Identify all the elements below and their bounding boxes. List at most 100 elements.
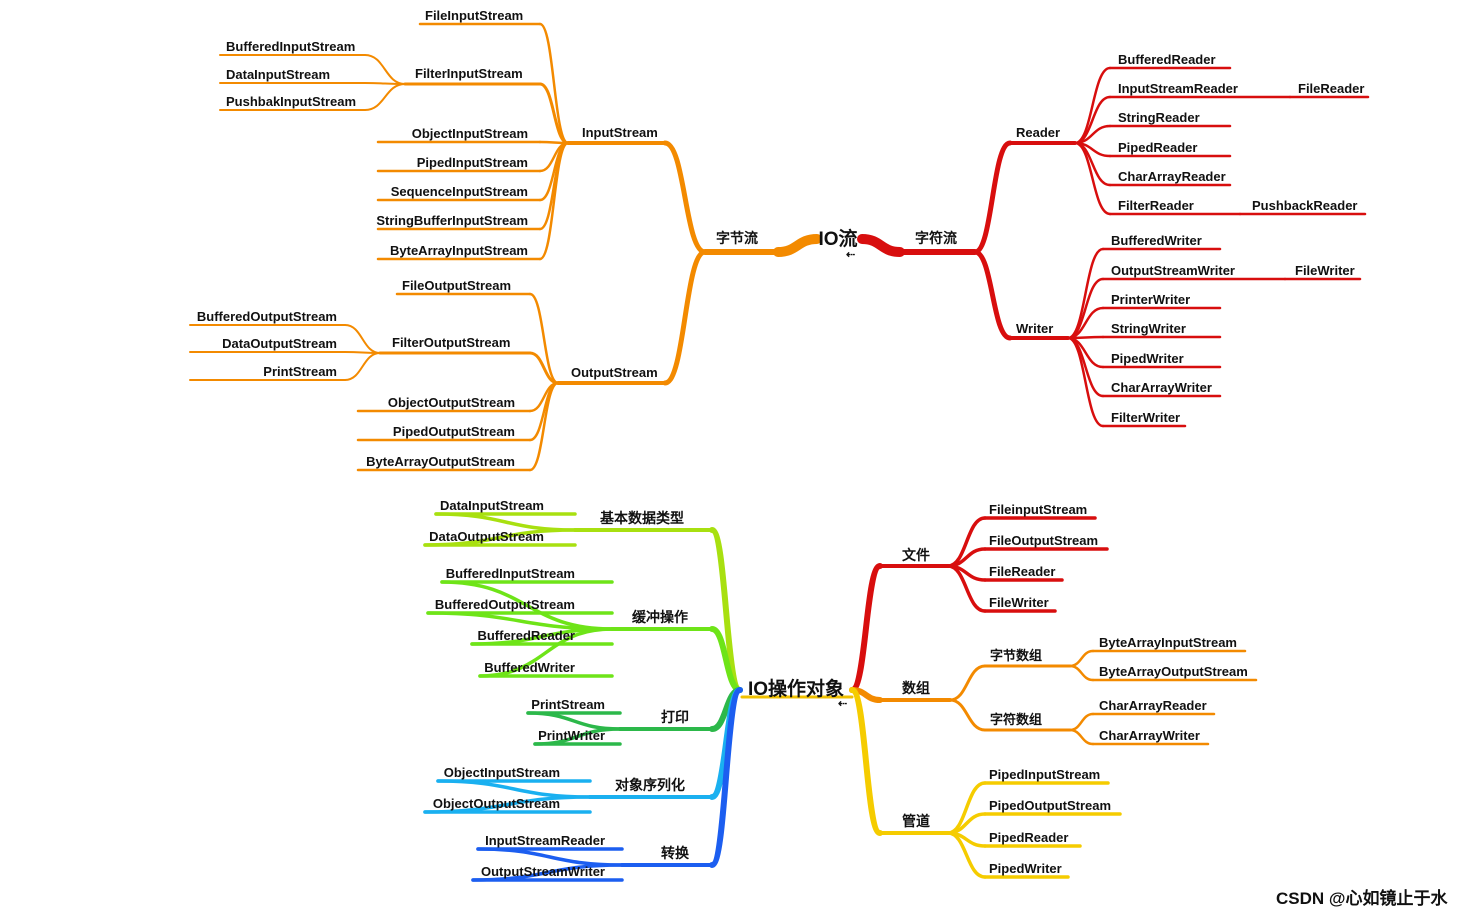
edge-printstream	[526, 711, 622, 731]
group-basic-types[interactable]: 基本数据类型	[600, 510, 684, 526]
node-inputstreamreader[interactable]: InputStreamReader	[485, 833, 605, 848]
edge-pipedwriter	[946, 831, 987, 879]
node-bufferedreader[interactable]: BufferedReader	[1118, 52, 1216, 67]
watermark: CSDN @心如镜止于水	[1276, 888, 1448, 908]
group-byte-array[interactable]: 字节数组	[990, 648, 1042, 663]
node-bytearrayoutputstream[interactable]: ByteArrayOutputStream	[366, 454, 515, 469]
node-outputstreamwriter[interactable]: OutputStreamWriter	[481, 864, 605, 879]
node-fileoutputstream[interactable]: FileOutputStream	[402, 278, 511, 293]
edge-filterreader	[1073, 141, 1112, 216]
node-dataoutputstream[interactable]: DataOutputStream	[429, 529, 544, 544]
node-chararraywriter[interactable]: CharArrayWriter	[1111, 380, 1212, 395]
node-filterinputstream[interactable]: FilterInputStream	[415, 66, 523, 81]
node-chararrayreader[interactable]: CharArrayReader	[1118, 169, 1226, 184]
node-printstream[interactable]: PrintStream	[531, 697, 605, 712]
node-printstream[interactable]: PrintStream	[263, 364, 337, 379]
node-fileoutputstream[interactable]: FileOutputStream	[989, 533, 1098, 548]
node-stringbufferinputstream[interactable]: StringBufferInputStream	[376, 213, 528, 228]
node-bufferedoutputstream[interactable]: BufferedOutputStream	[197, 309, 337, 324]
node-bufferedwriter[interactable]: BufferedWriter	[484, 660, 575, 675]
group-array[interactable]: 数组	[902, 680, 930, 696]
edge-datainputstream	[434, 512, 577, 532]
group-print[interactable]: 打印	[661, 709, 689, 725]
group-serialization[interactable]: 对象序列化	[615, 777, 685, 793]
node-chararraywriter[interactable]: CharArrayWriter	[1099, 728, 1200, 743]
root-io-objects[interactable]: IO操作对象	[748, 677, 844, 700]
node-bytearrayinputstream[interactable]: ByteArrayInputStream	[1099, 635, 1237, 650]
node-reader[interactable]: Reader	[1016, 125, 1060, 140]
node-fileinputstream[interactable]: FileinputStream	[989, 502, 1087, 517]
node-pipedwriter[interactable]: PipedWriter	[989, 861, 1062, 876]
node-bufferedinputstream[interactable]: BufferedInputStream	[226, 39, 355, 54]
branch-byte-stream[interactable]: 字节流	[716, 230, 758, 246]
edge-bytearrayinputstream	[538, 141, 570, 261]
node-bufferedinputstream[interactable]: BufferedInputStream	[446, 566, 575, 581]
node-objectinputstream[interactable]: ObjectInputStream	[444, 765, 560, 780]
group-char-array[interactable]: 字符数组	[990, 712, 1042, 727]
node-datainputstream[interactable]: DataInputStream	[226, 67, 330, 82]
edge-root-char	[857, 234, 905, 257]
node-pipedoutputstream[interactable]: PipedOutputStream	[393, 424, 515, 439]
node-objectoutputstream[interactable]: ObjectOutputStream	[433, 796, 560, 811]
edge-filewriter	[946, 564, 987, 613]
edge-bufferedreader	[1073, 66, 1112, 145]
edge-inputstreamreader	[476, 847, 624, 867]
node-chararrayreader[interactable]: CharArrayReader	[1099, 698, 1207, 713]
node-objectoutputstream[interactable]: ObjectOutputStream	[388, 395, 515, 410]
node-writer[interactable]: Writer	[1016, 321, 1053, 336]
node-filewriter[interactable]: FileWriter	[1295, 263, 1355, 278]
node-filteroutputstream[interactable]: FilterOutputStream	[392, 335, 510, 350]
group-file[interactable]: 文件	[902, 547, 930, 563]
edge-bufferedinputstream	[364, 54, 406, 85]
node-printerwriter[interactable]: PrinterWriter	[1111, 292, 1190, 307]
node-bytearrayinputstream[interactable]: ByteArrayInputStream	[390, 243, 528, 258]
group-conversion[interactable]: 转换	[661, 845, 690, 861]
node-pushbackreader[interactable]: PushbackReader	[1252, 198, 1358, 213]
node-filereader[interactable]: FileReader	[989, 564, 1055, 579]
edge-printwriter	[533, 727, 622, 746]
node-bufferedreader[interactable]: BufferedReader	[477, 628, 575, 643]
node-bufferedoutputstream[interactable]: BufferedOutputStream	[435, 597, 575, 612]
node-filewriter[interactable]: FileWriter	[989, 595, 1049, 610]
node-filereader[interactable]: FileReader	[1298, 81, 1364, 96]
edge-objectinputstream	[436, 779, 592, 799]
node-stringwriter[interactable]: StringWriter	[1111, 321, 1186, 336]
edge-bytearrayoutputstream	[528, 381, 560, 472]
node-bufferedwriter[interactable]: BufferedWriter	[1111, 233, 1202, 248]
edge-fileinputstream	[538, 22, 570, 145]
node-inputstream[interactable]: InputStream	[582, 125, 658, 140]
node-datainputstream[interactable]: DataInputStream	[440, 498, 544, 513]
node-pipedreader[interactable]: PipedReader	[989, 830, 1068, 845]
edge-outputstream	[662, 249, 708, 386]
node-stringreader[interactable]: StringReader	[1118, 110, 1200, 125]
node-printwriter[interactable]: PrintWriter	[538, 728, 605, 743]
node-filterreader[interactable]: FilterReader	[1118, 198, 1194, 213]
node-pipedreader[interactable]: PipedReader	[1118, 140, 1197, 155]
node-outputstream[interactable]: OutputStream	[571, 365, 658, 380]
edge-objectoutputstream	[423, 795, 592, 814]
node-outputstreamwriter[interactable]: OutputStreamWriter	[1111, 263, 1235, 278]
node-dataoutputstream[interactable]: DataOutputStream	[222, 336, 337, 351]
edge-printstream	[344, 352, 381, 381]
node-pipedinputstream[interactable]: PipedInputStream	[417, 155, 528, 170]
edge-datainputstream	[364, 82, 406, 85]
node-pipedinputstream[interactable]: PipedInputStream	[989, 767, 1100, 782]
group-buffer-ops[interactable]: 缓冲操作	[632, 609, 688, 625]
node-inputstreamreader[interactable]: InputStreamReader	[1118, 81, 1238, 96]
node-pushbakinputstream[interactable]: PushbakInputStream	[226, 94, 356, 109]
edge-dataoutputstream	[423, 528, 577, 547]
node-fileinputstream[interactable]: FileInputStream	[425, 8, 523, 23]
node-sequenceinputstream[interactable]: SequenceInputStream	[391, 184, 528, 199]
node-pipedwriter[interactable]: PipedWriter	[1111, 351, 1184, 366]
node-filterwriter[interactable]: FilterWriter	[1111, 410, 1180, 425]
expand-icon: ⇠	[846, 249, 855, 261]
root-io-stream[interactable]: IO流	[818, 227, 857, 250]
branch-char-stream[interactable]: 字符流	[915, 230, 957, 246]
group-pipe[interactable]: 管道	[902, 813, 930, 829]
node-bytearrayoutputstream[interactable]: ByteArrayOutputStream	[1099, 664, 1248, 679]
edge-bufferedoutputstream	[426, 611, 614, 631]
node-pipedoutputstream[interactable]: PipedOutputStream	[989, 798, 1111, 813]
edge-inputstream	[662, 140, 708, 255]
node-objectinputstream[interactable]: ObjectInputStream	[412, 126, 528, 141]
edge-filterinputstream	[538, 82, 570, 145]
